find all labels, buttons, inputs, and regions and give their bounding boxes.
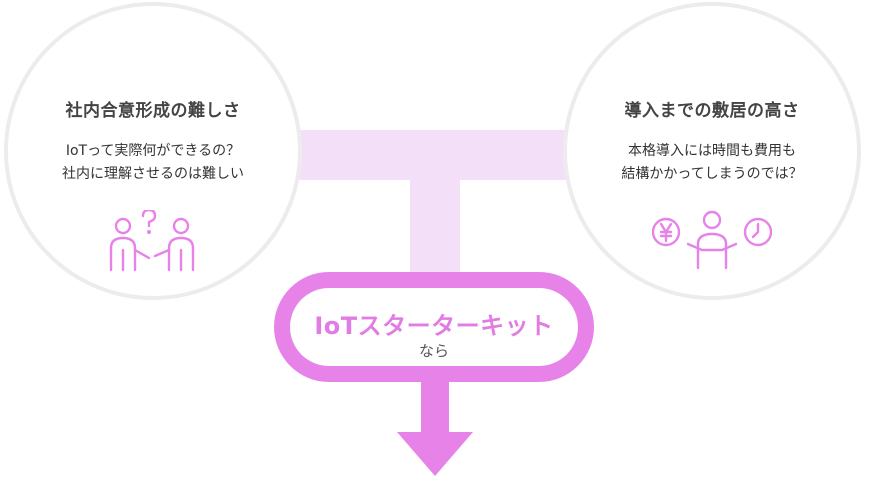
consensus-difficulty-card: 社内合意形成の難しさ IoTって実際何ができるの？ 社内に理解させるのは難しい [4,2,302,300]
down-arrow-icon [397,382,473,481]
consensus-difficulty-title: 社内合意形成の難しさ [65,101,241,121]
iot-starter-kit-badge-inner: IoTスターターキット なら [290,288,578,366]
adoption-barrier-line-1: 本格導入には時間も費用も [628,143,796,159]
iot-starter-kit-title: IoTスターターキット [314,312,554,340]
two-people-question-icon [8,208,298,278]
adoption-barrier-title: 導入までの敷居の高さ [624,101,800,121]
adoption-barrier-line-2: 結構かかってしまうのでは？ [621,166,803,182]
connector-vertical [410,180,460,275]
consensus-difficulty-line-1: IoTって実際何ができるの？ [65,143,241,159]
adoption-barrier-text: 本格導入には時間も費用も 結構かかってしまうのでは？ [567,140,857,186]
consensus-difficulty-line-2: 社内に理解させるのは難しい [62,166,244,182]
iot-starter-kit-badge: IoTスターターキット なら [274,272,594,382]
adoption-barrier-card: 導入までの敷居の高さ 本格導入には時間も費用も 結構かかってしまうのでは？ [563,2,861,300]
iot-starter-kit-subtitle: なら [418,342,449,360]
person-yen-clock-icon [567,210,857,274]
consensus-difficulty-text: IoTって実際何ができるの？ 社内に理解させるのは難しい [8,140,298,186]
connector-horizontal [290,130,580,180]
